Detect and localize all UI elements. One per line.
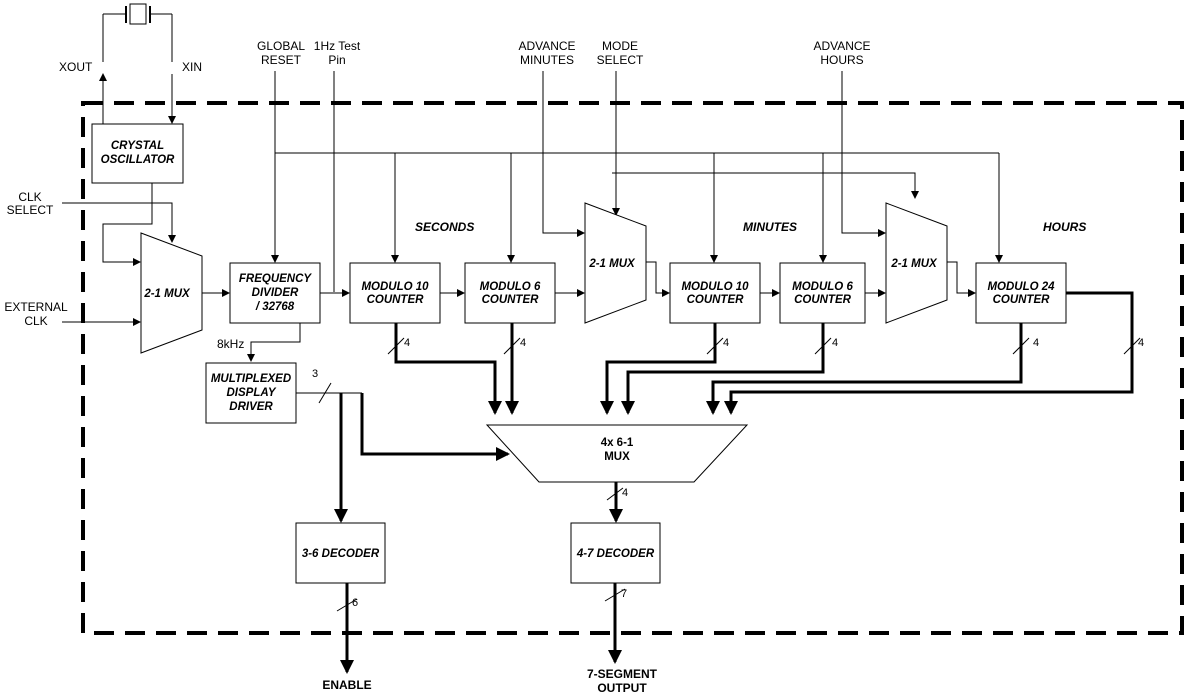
seconds-modulo-6-label-1: MODULO 6 bbox=[480, 281, 541, 293]
crystal-oscillator-label-1: CRYSTAL bbox=[111, 140, 164, 152]
seconds-modulo-6-counter-block bbox=[464, 262, 556, 324]
main-output-mux-block bbox=[485, 424, 749, 483]
seconds-modulo-10-label-2: COUNTER bbox=[367, 294, 425, 306]
minutes-modulo-6-counter-block bbox=[779, 262, 866, 324]
display-driver-label-3: DRIVER bbox=[229, 401, 273, 413]
clock-select-mux-block bbox=[140, 232, 203, 354]
4-7-decoder-label: 4-7 DECODER bbox=[576, 548, 655, 560]
sec-mod6-bus-width: 4 bbox=[520, 337, 526, 349]
hr-a-bus-width: 4 bbox=[1033, 337, 1039, 349]
main-mux-label-1: 4x 6-1 bbox=[601, 437, 634, 449]
hours-modulo-24-counter-block bbox=[975, 262, 1067, 324]
global-reset-label-2: RESET bbox=[261, 53, 302, 67]
minutes-modulo-6-label-1: MODULO 6 bbox=[792, 281, 853, 293]
mode-select-label-1: MODE bbox=[602, 39, 638, 53]
clk-select-label-2: SELECT bbox=[7, 203, 54, 217]
crystal-oscillator-label-2: OSCILLATOR bbox=[101, 154, 175, 166]
min-mod10-bus-width: 4 bbox=[723, 337, 729, 349]
hours-select-mux-label: 2-1 MUX bbox=[890, 258, 938, 270]
3-6-decoder-block bbox=[295, 522, 386, 584]
clock-select-mux-label: 2-1 MUX bbox=[143, 288, 191, 300]
advance-hours-label-2: HOURS bbox=[820, 53, 863, 67]
mux-out-bus-width: 4 bbox=[622, 487, 628, 499]
dec47-out-bus-width: 7 bbox=[621, 588, 627, 600]
xout-label: XOUT bbox=[59, 60, 93, 74]
3-6-decoder-label: 3-6 DECODER bbox=[302, 548, 380, 560]
advance-minutes-label-2: MINUTES bbox=[520, 53, 574, 67]
display-driver-label-1: MULTIPLEXED bbox=[211, 373, 291, 385]
mode-select-label-2: SELECT bbox=[597, 53, 644, 67]
frequency-divider-label-2: DIVIDER bbox=[252, 287, 299, 299]
external-clk-label-2: CLK bbox=[24, 314, 47, 328]
test-pin-label-1: 1Hz Test bbox=[314, 39, 361, 53]
minutes-modulo-6-label-2: COUNTER bbox=[794, 294, 852, 306]
minutes-modulo-10-label-1: MODULO 10 bbox=[681, 281, 749, 293]
external-clk-label-1: EXTERNAL bbox=[4, 300, 68, 314]
xin-label: XIN bbox=[182, 60, 202, 74]
minutes-select-mux-label: 2-1 MUX bbox=[588, 258, 636, 270]
dec36-out-bus-width: 6 bbox=[352, 597, 358, 609]
hours-modulo-24-label-2: COUNTER bbox=[993, 294, 1051, 306]
hours-modulo-24-label-1: MODULO 24 bbox=[987, 281, 1055, 293]
seconds-section-label: SECONDS bbox=[415, 220, 474, 234]
minutes-section-label: MINUTES bbox=[743, 220, 797, 234]
hours-select-mux-block bbox=[885, 202, 948, 324]
test-pin-label-2: Pin bbox=[328, 53, 345, 67]
enable-output-label: ENABLE bbox=[322, 678, 371, 692]
4-7-decoder-block bbox=[570, 522, 661, 584]
min-mod6-bus-width: 4 bbox=[832, 337, 838, 349]
seconds-modulo-10-label-1: MODULO 10 bbox=[361, 281, 429, 293]
display-driver-label-2: DISPLAY bbox=[227, 387, 277, 399]
crystal-oscillator-block bbox=[91, 123, 184, 184]
sec-mod10-bus-width: 4 bbox=[404, 337, 410, 349]
seven-segment-output-label-1: 7-SEGMENT bbox=[587, 667, 658, 681]
seconds-modulo-6-label-2: COUNTER bbox=[482, 294, 540, 306]
global-reset-label-1: GLOBAL bbox=[257, 39, 305, 53]
8khz-label: 8kHz bbox=[217, 337, 244, 351]
seconds-modulo-10-counter-block bbox=[349, 262, 441, 324]
crystal-symbol-icon bbox=[102, 3, 173, 62]
advance-minutes-label-1: ADVANCE bbox=[518, 39, 575, 53]
multiplexed-display-driver-block bbox=[205, 362, 297, 424]
frequency-divider-label-1: FREQUENCY bbox=[239, 273, 313, 285]
clk-select-label-1: CLK bbox=[18, 190, 41, 204]
driver-bus-width: 3 bbox=[312, 368, 318, 380]
hr-b-bus-width: 4 bbox=[1138, 337, 1144, 349]
frequency-divider-block bbox=[229, 262, 321, 324]
minutes-select-mux-block bbox=[584, 202, 647, 324]
hours-section-label: HOURS bbox=[1043, 220, 1086, 234]
chip-boundary bbox=[81, 101, 1184, 635]
main-mux-label-2: MUX bbox=[604, 451, 630, 463]
frequency-divider-label-3: / 32768 bbox=[255, 301, 295, 313]
advance-hours-label-1: ADVANCE bbox=[813, 39, 870, 53]
minutes-modulo-10-counter-block bbox=[669, 262, 761, 324]
minutes-modulo-10-label-2: COUNTER bbox=[687, 294, 745, 306]
seven-segment-output-label-2: OUTPUT bbox=[597, 681, 647, 695]
